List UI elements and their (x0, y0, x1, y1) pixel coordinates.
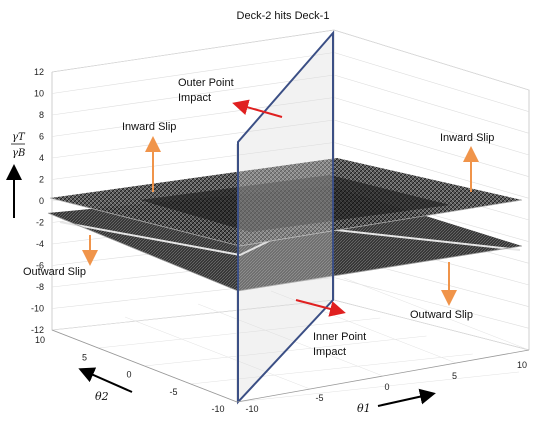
z-tick-label: -10 (31, 304, 44, 314)
floor-gridline-y (190, 353, 473, 385)
x-axis-label-text: θ1 (357, 402, 371, 415)
annotation-outer-impact-line1: Outer Point (178, 77, 234, 89)
inner-impact-arrow (295, 299, 346, 317)
floor-gridline-y (98, 317, 381, 349)
z-tick-label: 6 (39, 132, 44, 142)
floor-gridline-y (236, 371, 520, 403)
x-tick-labels: -10 -5 0 5 10 (245, 360, 527, 414)
z-gridline-right (333, 119, 530, 177)
floor-gridline-x (270, 290, 457, 364)
z-gridline-right (333, 299, 530, 351)
x-tick-label: 0 (384, 382, 389, 392)
y-tick-label: 10 (35, 335, 45, 345)
z-gridline (51, 97, 335, 137)
z-axis-label: γT γB (6, 132, 26, 218)
floor-gridline-x (343, 277, 530, 351)
floor-gridline-x (197, 303, 384, 377)
annotation-inner-impact: Inner Point Impact (313, 331, 369, 358)
chart-title: Deck-2 hits Deck-1 (237, 10, 330, 22)
z-tick-label: 8 (39, 110, 44, 120)
z-tick-label: -4 (36, 239, 44, 249)
z-tick-label: 0 (39, 196, 44, 206)
z-gridline-right (333, 29, 530, 91)
y-tick-label: -10 (211, 404, 224, 414)
z-tick-label: -8 (36, 282, 44, 292)
annotation-inner-impact-line1: Inner Point (313, 331, 366, 343)
x-tick-label: -10 (245, 404, 258, 414)
annotation-outer-impact: Outer Point Impact (178, 77, 237, 104)
z-gridline (51, 142, 335, 180)
z-tick-label: 12 (34, 67, 44, 77)
floor-gridline-x (124, 316, 311, 390)
axes-front-edges (51, 329, 530, 403)
upper-surface-edge (49, 197, 523, 247)
z-gridline-right (333, 97, 530, 156)
annotation-inner-impact-line2: Impact (313, 346, 346, 358)
annotation-outward-slip-right: Outward Slip (410, 309, 473, 321)
z-gridline (51, 29, 335, 73)
z-tick-label: 10 (34, 89, 44, 99)
z-tick-label: -2 (36, 218, 44, 228)
x-axis-label: θ1 (357, 388, 436, 415)
y-axis-label-text: θ2 (95, 390, 109, 403)
z-tick-label: 2 (39, 175, 44, 185)
z-gridline (51, 74, 335, 116)
floor-gridline-y (51, 299, 335, 331)
upper-surface-inner (140, 175, 450, 232)
z-gridline (51, 52, 335, 94)
x-tick-label: -5 (315, 393, 323, 403)
z-tick-label: -12 (31, 325, 44, 335)
z-gridline-right (333, 142, 530, 199)
z-axis-label-denominator: γB (12, 148, 25, 159)
y-tick-labels: 10 5 0 -5 -10 (35, 335, 225, 414)
annotation-inward-slip-left: Inward Slip (122, 121, 176, 133)
y-tick-label: 5 (82, 352, 87, 362)
z-gridline-right (333, 74, 530, 134)
outer-impact-arrow (232, 99, 283, 118)
x-tick-label: 10 (517, 360, 527, 370)
annotation-outer-impact-line2: Impact (178, 92, 211, 104)
z-tick-label: 4 (39, 153, 44, 163)
z-gridline-right (333, 52, 530, 112)
impact-plane (237, 30, 334, 405)
y-tick-label: 0 (126, 370, 131, 380)
annotation-outward-slip-left: Outward Slip (23, 266, 86, 278)
y-axis-arrow (78, 367, 133, 393)
y-tick-label: -5 (169, 387, 177, 397)
annotation-inward-slip-right: Inward Slip (440, 132, 494, 144)
z-tick-label: -6 (36, 261, 44, 271)
z-tick-labels: 12 10 8 6 4 2 0 -2 -4 -6 -8 -10 -12 (31, 67, 44, 335)
z-axis-label-numerator: γT (12, 132, 26, 143)
x-axis-arrow (377, 388, 436, 407)
x-tick-label: 5 (452, 371, 457, 381)
z-gridline-right (333, 277, 530, 329)
z-gridline (51, 119, 335, 159)
y-axis-label: θ2 (78, 367, 133, 403)
